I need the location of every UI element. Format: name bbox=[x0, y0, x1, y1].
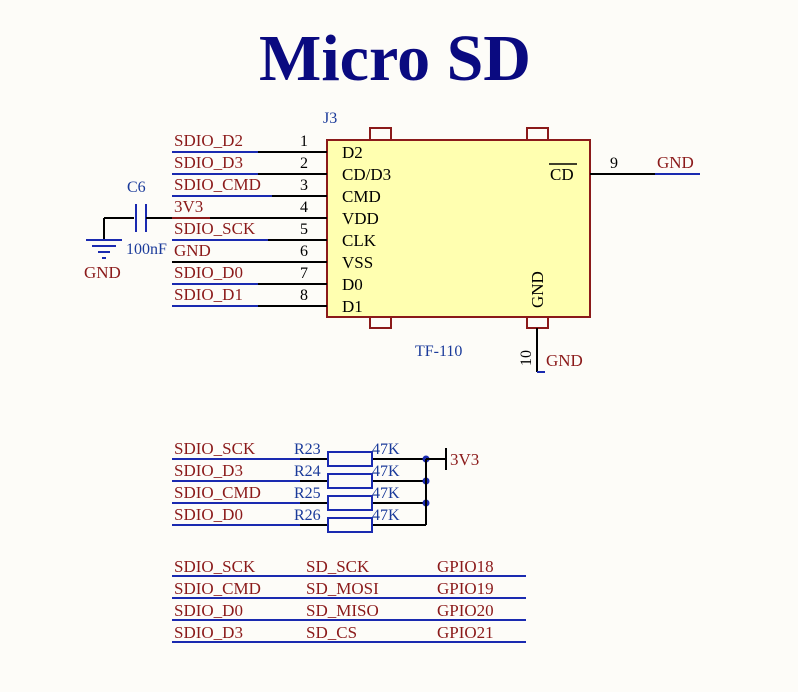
capacitor-c6: C6 GND 100nF bbox=[84, 179, 167, 282]
mapping-function: SD_SCK bbox=[306, 557, 370, 576]
power-rail-label: 3V3 bbox=[450, 450, 479, 469]
resistor-designator: R26 bbox=[294, 507, 321, 524]
pin-row: SDIO_D0 7 D0 bbox=[172, 263, 363, 294]
pin-number: 5 bbox=[300, 221, 308, 238]
resistor-value: 47K bbox=[372, 485, 400, 502]
net-mapping-table: SDIO_SCK SD_SCK GPIO18 SDIO_CMD SD_MOSI … bbox=[172, 557, 526, 643]
resistor-value: 47K bbox=[372, 507, 400, 524]
connector-left-pins: SDIO_D2 1 D2 SDIO_D3 2 CD/D3 SDIO_CMD 3 … bbox=[148, 131, 391, 316]
pin-net-label: SDIO_CMD bbox=[174, 175, 261, 194]
resistor-net-label: SDIO_D3 bbox=[174, 461, 243, 480]
mapping-gpio: GPIO21 bbox=[437, 623, 494, 642]
pin-number: 8 bbox=[300, 287, 308, 304]
connector-designator: J3 bbox=[323, 110, 337, 127]
resistor-row: SDIO_D0 R26 47K bbox=[172, 505, 426, 533]
connector-j3: J3 SDIO_D2 1 D2 SDIO_D3 2 CD/D3 bbox=[148, 110, 700, 373]
pin-name: CMD bbox=[342, 187, 381, 206]
pin-name: CLK bbox=[342, 231, 377, 250]
pin-net-label: SDIO_D1 bbox=[174, 285, 243, 304]
resistor-designator: R24 bbox=[294, 463, 321, 480]
ground-symbol bbox=[86, 239, 122, 259]
pullup-network: SDIO_SCK R23 47K SDIO_D3 R24 47K SDIO_CM… bbox=[172, 439, 479, 533]
pin-row: GND 6 VSS bbox=[172, 241, 373, 272]
mapping-net: SDIO_D3 bbox=[174, 623, 243, 642]
mount-tab-top-left bbox=[369, 127, 392, 141]
mapping-row: SDIO_D0 SD_MISO GPIO20 bbox=[172, 601, 526, 621]
resistor-net-label: SDIO_SCK bbox=[174, 439, 256, 458]
pin-number: 10 bbox=[518, 350, 535, 366]
pin-row: 3V3 4 VDD bbox=[148, 197, 379, 228]
pin-net-label: GND bbox=[657, 153, 694, 172]
pin-net-label: SDIO_SCK bbox=[174, 219, 256, 238]
pin-name: CD/D3 bbox=[342, 165, 391, 184]
capacitor-value: 100nF bbox=[126, 241, 167, 258]
mapping-function: SD_CS bbox=[306, 623, 357, 642]
pin-net-label: SDIO_D0 bbox=[174, 263, 243, 282]
pin-name: GND bbox=[528, 271, 547, 308]
mapping-row: SDIO_D3 SD_CS GPIO21 bbox=[172, 623, 526, 643]
mapping-gpio: GPIO20 bbox=[437, 601, 494, 620]
mapping-row: SDIO_SCK SD_SCK GPIO18 bbox=[172, 557, 526, 577]
pin-number: 7 bbox=[300, 265, 308, 282]
resistor-designator: R23 bbox=[294, 441, 321, 458]
pin-row: SDIO_CMD 3 CMD bbox=[172, 175, 381, 206]
resistor-value: 47K bbox=[372, 441, 400, 458]
connector-body bbox=[326, 139, 591, 318]
mapping-net: SDIO_D0 bbox=[174, 601, 243, 620]
mapping-row: SDIO_CMD SD_MOSI GPIO19 bbox=[172, 579, 526, 599]
pin-name: D1 bbox=[342, 297, 363, 316]
pin-number: 6 bbox=[300, 243, 308, 260]
resistor-net-label: SDIO_D0 bbox=[174, 505, 243, 524]
pin-number: 9 bbox=[610, 155, 618, 172]
mapping-net: SDIO_CMD bbox=[174, 579, 261, 598]
connector-part-number: TF-110 bbox=[415, 343, 462, 360]
pin-row: SDIO_D3 2 CD/D3 bbox=[172, 153, 391, 184]
pin-row: SDIO_SCK 5 CLK bbox=[172, 219, 377, 250]
pin-number: 1 bbox=[300, 133, 308, 150]
pin-9: CD 9 GND bbox=[549, 153, 700, 184]
pin-name: VSS bbox=[342, 253, 373, 272]
capacitor-designator: C6 bbox=[127, 179, 146, 196]
resistor-net-label: SDIO_CMD bbox=[174, 483, 261, 502]
capacitor-ground-label: GND bbox=[84, 263, 121, 282]
pin-10: GND 10 GND bbox=[518, 271, 583, 373]
mapping-net: SDIO_SCK bbox=[174, 557, 256, 576]
resistor-row: SDIO_SCK R23 47K bbox=[172, 439, 430, 467]
pin-number: 3 bbox=[300, 177, 308, 194]
pin-row: SDIO_D2 1 D2 bbox=[172, 131, 363, 162]
resistor-row: SDIO_D3 R24 47K bbox=[172, 461, 430, 489]
page-title: Micro SD bbox=[259, 22, 531, 95]
mapping-gpio: GPIO18 bbox=[437, 557, 494, 576]
pin-net-label: GND bbox=[174, 241, 211, 260]
pin-name: VDD bbox=[342, 209, 379, 228]
mapping-function: SD_MOSI bbox=[306, 579, 379, 598]
mapping-function: SD_MISO bbox=[306, 601, 379, 620]
pin-net-label: SDIO_D2 bbox=[174, 131, 243, 150]
pin-net-label: GND bbox=[546, 351, 583, 370]
resistor-value: 47K bbox=[372, 463, 400, 480]
pin-name: D2 bbox=[342, 143, 363, 162]
resistor-row: SDIO_CMD R25 47K bbox=[172, 483, 430, 511]
pin-net-label: 3V3 bbox=[174, 197, 203, 216]
pin-number: 2 bbox=[300, 155, 308, 172]
pin-row: SDIO_D1 8 D1 bbox=[172, 285, 363, 316]
mapping-gpio: GPIO19 bbox=[437, 579, 494, 598]
pin-name: D0 bbox=[342, 275, 363, 294]
pin-number: 4 bbox=[300, 199, 308, 216]
pin-net-label: SDIO_D3 bbox=[174, 153, 243, 172]
resistor-designator: R25 bbox=[294, 485, 321, 502]
pin-name: CD bbox=[550, 165, 574, 184]
mount-tab-top-right bbox=[526, 127, 549, 141]
